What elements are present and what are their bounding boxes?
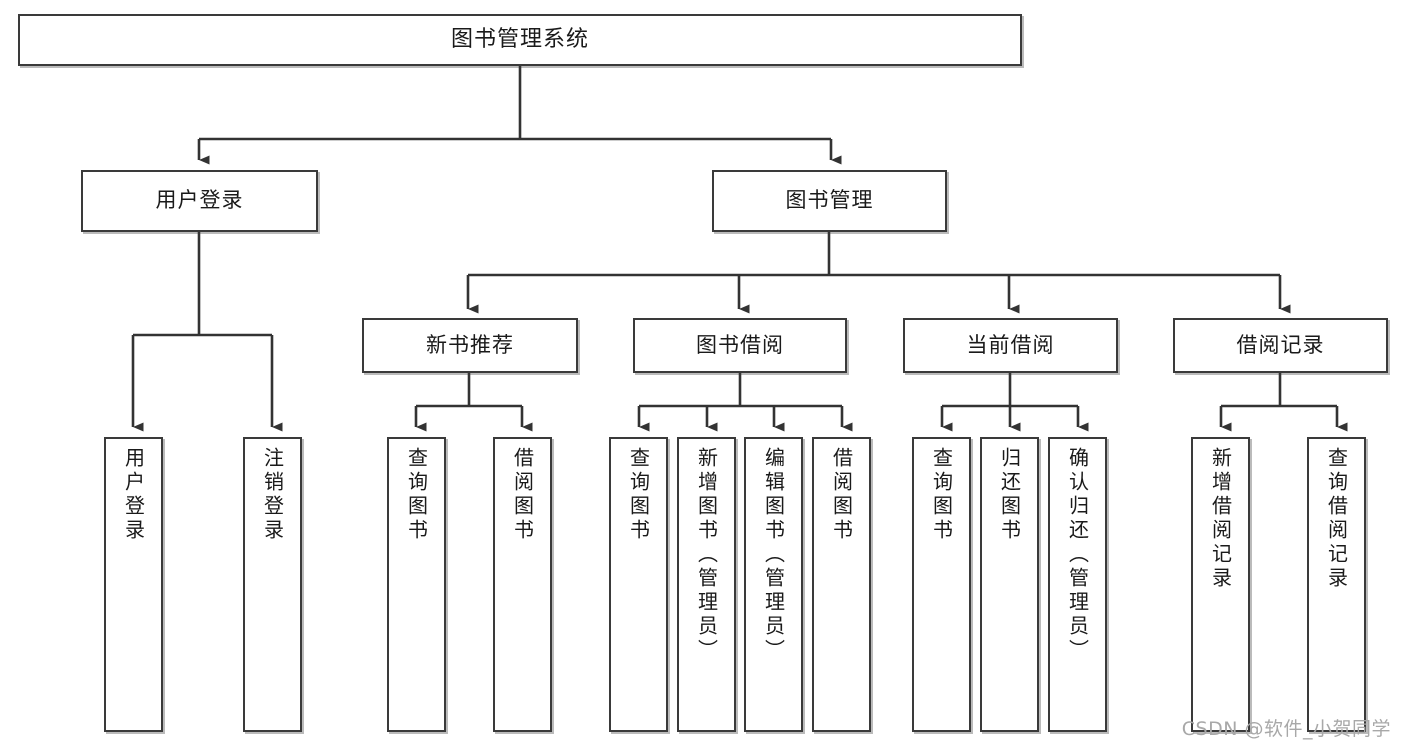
node-root-system[interactable]: 图书管理系统	[18, 14, 1022, 66]
node-label: 图书管理	[785, 188, 874, 213]
node-user-login[interactable]: 用户登录	[81, 170, 318, 232]
node-book-manage[interactable]: 图书管理	[712, 170, 947, 232]
leaf-borrow-book[interactable]: 借阅图书	[812, 437, 871, 732]
node-label: 新增借阅记录	[1208, 447, 1233, 591]
node-current-borrow[interactable]: 当前借阅	[903, 318, 1118, 373]
leaf-confirm-return[interactable]: 确认归还（管理员）	[1048, 437, 1107, 732]
node-label: 查询图书	[626, 447, 651, 543]
leaf-query-book-current[interactable]: 查询图书	[912, 437, 971, 732]
node-label: 借阅记录	[1236, 332, 1325, 357]
node-label: 查询图书	[404, 447, 429, 543]
node-label: 用户登录	[121, 447, 146, 543]
node-new-book-recommend[interactable]: 新书推荐	[362, 318, 578, 373]
leaf-edit-book[interactable]: 编辑图书（管理员）	[744, 437, 803, 732]
node-book-borrow[interactable]: 图书借阅	[633, 318, 847, 373]
leaf-query-book-recommend[interactable]: 查询图书	[387, 437, 446, 732]
node-label: 用户登录	[155, 188, 244, 213]
node-label: 当前借阅	[966, 332, 1055, 357]
node-label: 图书管理系统	[450, 26, 589, 52]
node-label: 确认归还（管理员）	[1065, 447, 1090, 663]
watermark-text: CSDN @软件_小贺同学	[1181, 718, 1391, 740]
leaf-query-borrow-record[interactable]: 查询借阅记录	[1307, 437, 1366, 732]
node-label: 编辑图书（管理员）	[761, 447, 786, 663]
leaf-user-login[interactable]: 用户登录	[104, 437, 163, 732]
leaf-add-book[interactable]: 新增图书（管理员）	[677, 437, 736, 732]
node-label: 查询图书	[929, 447, 954, 543]
node-label: 归还图书	[997, 447, 1022, 543]
node-label: 新书推荐	[426, 332, 514, 357]
leaf-user-logout[interactable]: 注销登录	[243, 437, 302, 732]
leaf-return-book[interactable]: 归还图书	[980, 437, 1039, 732]
node-label: 借阅图书	[829, 447, 854, 543]
node-borrow-record[interactable]: 借阅记录	[1173, 318, 1388, 373]
node-label: 借阅图书	[510, 447, 535, 543]
node-label: 图书借阅	[696, 332, 784, 357]
leaf-query-book-borrow[interactable]: 查询图书	[609, 437, 668, 732]
node-label: 新增图书（管理员）	[694, 447, 719, 663]
node-label: 注销登录	[260, 447, 285, 543]
node-label: 查询借阅记录	[1324, 447, 1349, 591]
leaf-add-borrow-record[interactable]: 新增借阅记录	[1191, 437, 1250, 732]
leaf-borrow-book-recommend[interactable]: 借阅图书	[493, 437, 552, 732]
